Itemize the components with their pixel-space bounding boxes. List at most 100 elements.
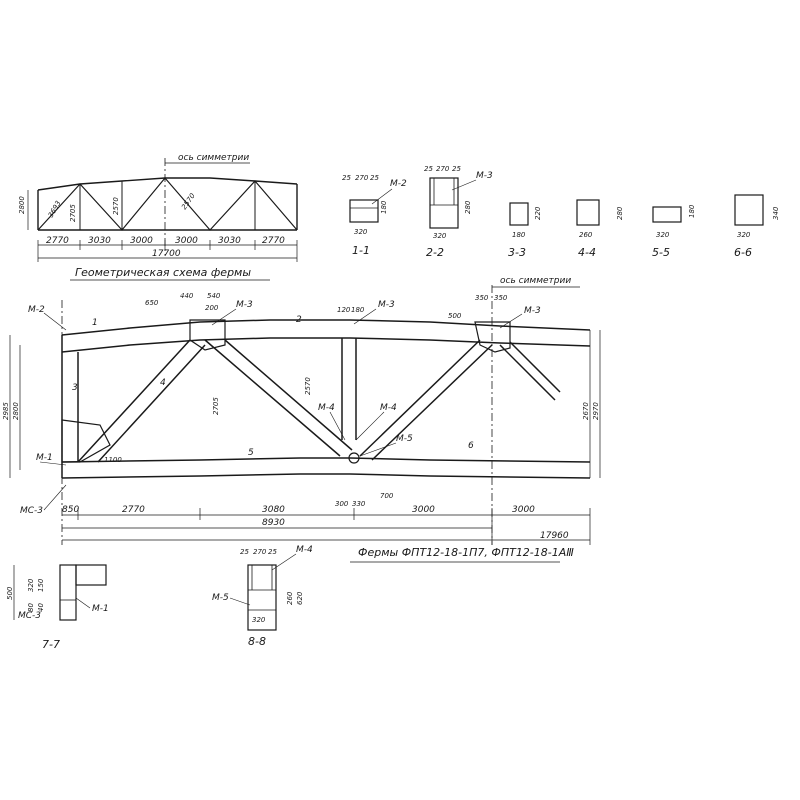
- s22-tag: М-3: [476, 171, 493, 181]
- sec-mark-5: 5: [248, 448, 254, 458]
- node-dim-4: 650: [145, 299, 159, 307]
- node-dim-2: 540: [207, 292, 221, 300]
- s11-tag: М-2: [390, 179, 407, 189]
- d88-dim-6: 620: [296, 591, 304, 605]
- truss-title: Фермы ФПТ12-18-1П7, ФПТ12-18-1АⅢ: [358, 546, 574, 559]
- tag-m4-left: М-4: [318, 403, 335, 413]
- d88-id: 8-8: [248, 635, 266, 648]
- scheme-panel-6: 2770: [262, 236, 285, 246]
- s55-w: 320: [656, 231, 670, 239]
- tag-m4-right: М-4: [380, 403, 397, 413]
- s66-h: 340: [772, 206, 780, 220]
- s11-dim-a: 25: [342, 174, 351, 182]
- s22-dim-c: 25: [452, 165, 461, 173]
- d77-tag-mc3: МС-3: [18, 611, 41, 621]
- tag-m3-right: М-3: [524, 306, 541, 316]
- d88-dim-2: 270: [253, 548, 267, 556]
- node-dim-6: 180: [351, 306, 365, 314]
- section-6-6: 340 320 6-6: [734, 194, 780, 259]
- scheme-span: 17700: [152, 249, 181, 259]
- sec-mark-2: 2: [296, 315, 302, 325]
- tag-mc3: МС-3: [20, 506, 43, 516]
- d77-dim-2: 320: [27, 578, 35, 592]
- d77-dim-5: 40: [37, 603, 45, 612]
- tag-m3-center: М-3: [378, 300, 395, 310]
- node-dim-3: 200: [205, 304, 219, 312]
- scheme-panel-ticks: [37, 240, 298, 262]
- scheme-symmetry-label: ось симметрии: [178, 153, 249, 163]
- s55-id: 5-5: [652, 246, 670, 259]
- bottom-dim-4: 3000: [412, 505, 435, 515]
- cross-sections: 25 270 25 М-2 180 320 1-1 25 270 25 М-3 …: [342, 165, 780, 259]
- node-dim-12: 330: [352, 500, 366, 508]
- d77-id: 7-7: [42, 638, 60, 651]
- d88-dim-4: 320: [252, 616, 266, 624]
- bottom-dim-5: 3000: [512, 505, 535, 515]
- d77-dim-1: 500: [6, 586, 14, 600]
- node-dim-10: 700: [380, 492, 394, 500]
- scheme-member-1: 3693: [47, 200, 63, 219]
- height-right-outer: 2970: [592, 402, 600, 420]
- s22-w: 320: [433, 232, 447, 240]
- section-5-5: 180 320 5-5: [652, 204, 696, 259]
- node-dim-5: 120: [337, 306, 351, 314]
- s33-w: 180: [512, 231, 526, 239]
- s44-w: 260: [579, 231, 593, 239]
- s33-id: 3-3: [508, 246, 526, 259]
- s11-h: 180: [380, 200, 388, 214]
- main-symmetry-label: ось симметрии: [500, 276, 571, 286]
- bottom-dim-1: 850: [62, 505, 79, 515]
- diag-dim2: 2570: [304, 377, 312, 395]
- sec-mark-1: 1: [92, 318, 98, 328]
- section-3-3: 220 180 3-3: [508, 202, 542, 259]
- scheme-member-4: 2570: [180, 192, 197, 212]
- s22-dim-a: 25: [424, 165, 433, 173]
- node-dim-1: 440: [180, 292, 194, 300]
- node-dim-8: 350: [494, 294, 508, 302]
- scheme-panel-1: 2770: [46, 236, 69, 246]
- s33-h: 220: [534, 206, 542, 220]
- scheme-panel-2: 3030: [88, 236, 111, 246]
- main-truss: ось симметрии М-2 М-3 М-3 М-3 М-4 М-4 М-…: [2, 276, 601, 563]
- geometric-scheme: ось симметрии 2800 3693 2705 2570 2570 2…: [18, 153, 298, 281]
- overall: 17960: [540, 531, 569, 541]
- height-left: 2800: [12, 402, 20, 420]
- height-left-outer: 2985: [2, 402, 10, 420]
- s11-id: 1-1: [352, 244, 370, 257]
- s11-dim-b: 270: [355, 174, 369, 182]
- d88-dim-1: 25: [240, 548, 249, 556]
- s22-h: 280: [464, 200, 472, 214]
- detail-8-8: 25 270 25 М-4 М-5 320 260 620 8-8: [212, 545, 313, 648]
- s66-id: 6-6: [734, 246, 752, 259]
- s22-dim-b: 270: [436, 165, 450, 173]
- sec-mark-6: 6: [468, 441, 474, 451]
- scheme-member-3: 2570: [112, 197, 120, 215]
- s22-id: 2-2: [426, 246, 444, 259]
- scheme-height: 2800: [18, 196, 26, 214]
- d88-dim-5: 260: [286, 591, 294, 605]
- scheme-title: Геометрическая схема фермы: [75, 266, 251, 279]
- scheme-panel-5: 3030: [218, 236, 241, 246]
- diag-dim: 2705: [212, 397, 220, 415]
- d88-tag-m4: М-4: [296, 545, 313, 555]
- scheme-member-2: 2705: [69, 204, 77, 222]
- s66-w: 320: [737, 231, 751, 239]
- s11-w: 320: [354, 228, 368, 236]
- bottom-dim-2: 2770: [122, 505, 145, 515]
- detail-7-7: 500 320 150 80 40 М-1 МС-3 7-7: [6, 564, 109, 651]
- d77-tag-m1: М-1: [92, 604, 109, 614]
- d77-dim-3: 150: [37, 578, 45, 592]
- height-right: 2670: [582, 402, 590, 420]
- node-dim-7: 350: [475, 294, 489, 302]
- tag-m2: М-2: [28, 305, 45, 315]
- scheme-panel-4: 3000: [175, 236, 198, 246]
- tag-m5: М-5: [396, 434, 413, 444]
- node-dim-13: 1100: [104, 456, 122, 464]
- node-dim-11: 300: [335, 500, 349, 508]
- section-1-1: 25 270 25 М-2 180 320 1-1: [342, 174, 407, 257]
- node-dim-9: 500: [448, 312, 462, 320]
- sec-mark-4: 4: [160, 378, 166, 388]
- s55-h: 180: [688, 204, 696, 218]
- d77-dim-4: 80: [27, 603, 35, 612]
